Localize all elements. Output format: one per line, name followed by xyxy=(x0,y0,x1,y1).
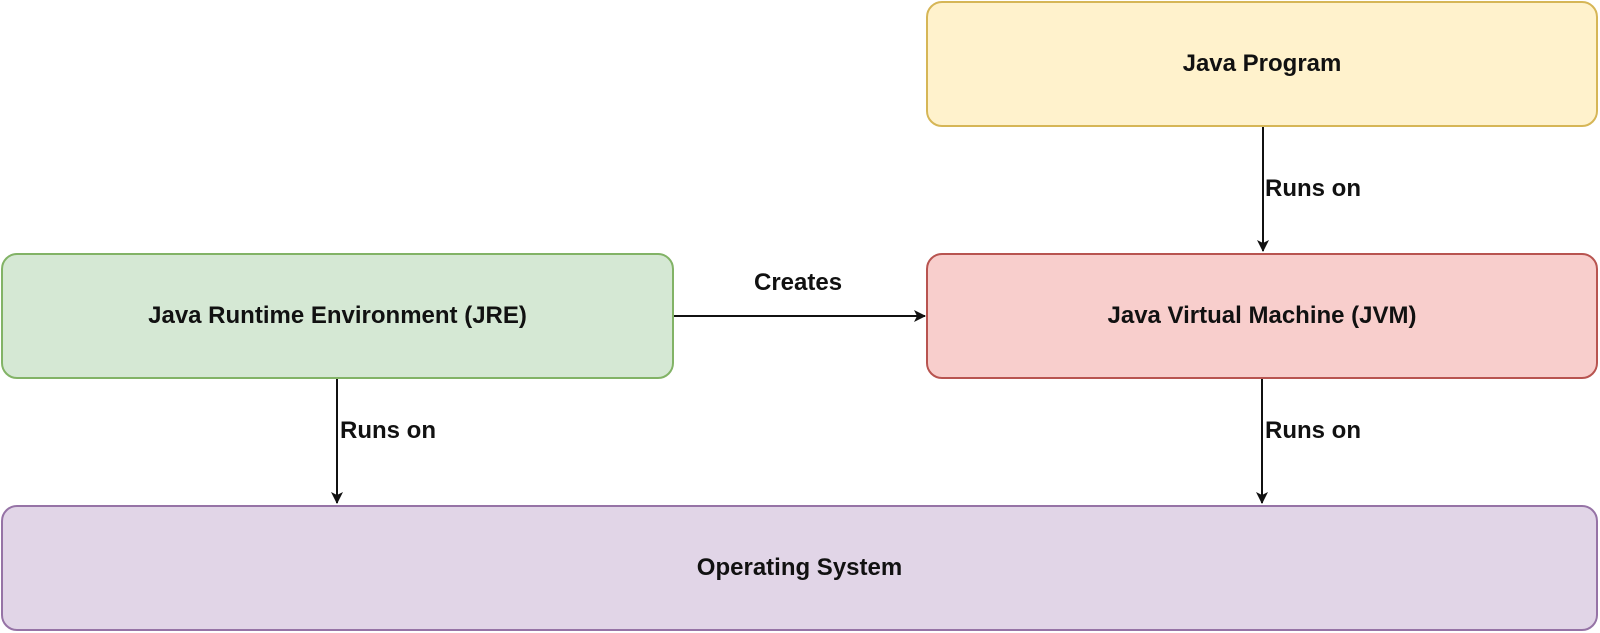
edge-label-jre-to-jvm: Creates xyxy=(754,269,843,296)
edge-label-jvm-to-os: Runs on xyxy=(1265,417,1361,444)
node-java-program-label: Java Program xyxy=(1182,50,1342,77)
node-java-program: Java Program xyxy=(926,1,1598,127)
node-jvm-label: Java Virtual Machine (JVM) xyxy=(1107,302,1417,329)
node-os-label: Operating System xyxy=(696,554,903,581)
edge-label-program-to-jvm: Runs on xyxy=(1265,175,1361,202)
edge-label-jre-to-os: Runs on xyxy=(340,417,436,444)
node-jre: Java Runtime Environment (JRE) xyxy=(1,253,674,379)
node-jre-label: Java Runtime Environment (JRE) xyxy=(148,302,527,329)
node-os: Operating System xyxy=(1,505,1598,631)
node-jvm: Java Virtual Machine (JVM) xyxy=(926,253,1598,379)
